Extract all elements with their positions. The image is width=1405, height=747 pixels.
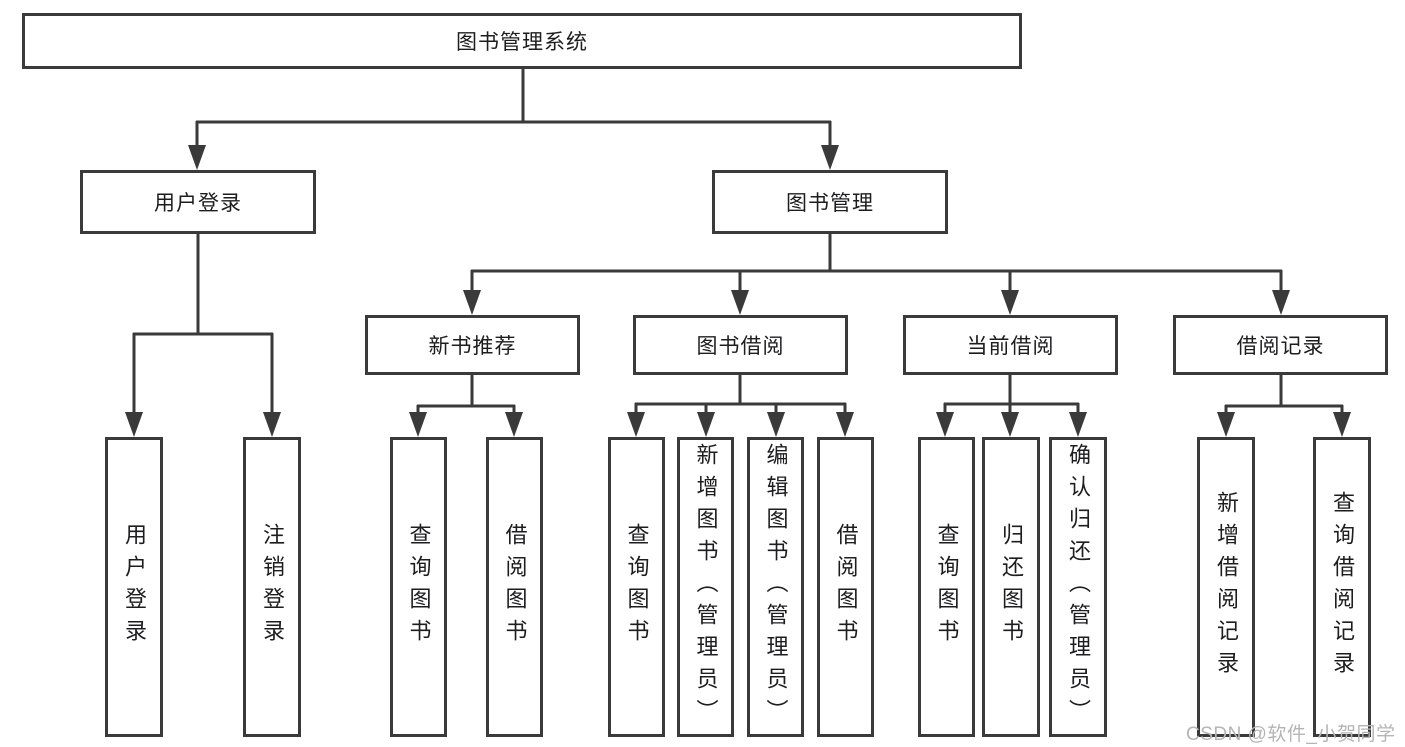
node-root: 图书管理系统 <box>22 13 1022 69</box>
node-nbr-borrow-books-label: 借阅图书 <box>502 523 528 651</box>
node-root-label: 图书管理系统 <box>456 31 588 54</box>
node-nbr-query-books: 查询图书 <box>390 437 447 737</box>
node-borrow-records-label: 借阅记录 <box>1236 335 1325 358</box>
node-cb-query-books-label: 查询图书 <box>934 523 960 651</box>
node-bb-query-books-label: 查询图书 <box>624 523 650 651</box>
node-br-query-record: 查询借阅记录 <box>1313 437 1371 737</box>
node-book-mgmt-label: 图书管理 <box>786 192 874 215</box>
node-borrow-records: 借阅记录 <box>1173 315 1388 375</box>
node-current-borrow-label: 当前借阅 <box>966 335 1055 358</box>
node-book-borrow: 图书借阅 <box>633 315 848 375</box>
node-br-add-record-label: 新增借阅记录 <box>1214 491 1239 683</box>
node-user-login-label: 用户登录 <box>154 192 242 215</box>
node-logout-leaf: 注销登录 <box>243 437 301 737</box>
node-br-query-record-label: 查询借阅记录 <box>1330 491 1355 683</box>
node-user-login: 用户登录 <box>80 170 316 234</box>
node-logout-leaf-label: 注销登录 <box>260 523 285 651</box>
node-current-borrow: 当前借阅 <box>903 315 1118 375</box>
node-bb-borrow-books: 借阅图书 <box>817 437 874 737</box>
node-user-login-leaf-label: 用户登录 <box>122 523 147 651</box>
node-nbr-query-books-label: 查询图书 <box>406 523 432 651</box>
node-bb-query-books: 查询图书 <box>608 437 665 737</box>
node-bb-borrow-books-label: 借阅图书 <box>833 523 859 651</box>
node-cb-confirm-return-label: 确认归还（管理员） <box>1066 443 1091 731</box>
node-book-borrow-label: 图书借阅 <box>696 335 785 358</box>
node-br-add-record: 新增借阅记录 <box>1197 437 1255 737</box>
node-cb-return-books-label: 归还图书 <box>999 523 1024 651</box>
watermark: CSDN @软件_小贺同学 <box>1186 724 1396 745</box>
node-nbr-borrow-books: 借阅图书 <box>486 437 543 737</box>
node-new-book-rec: 新书推荐 <box>365 315 580 375</box>
node-user-login-leaf: 用户登录 <box>105 437 163 737</box>
node-bb-edit-books-label: 编辑图书（管理员） <box>763 443 789 731</box>
node-book-mgmt: 图书管理 <box>712 170 948 234</box>
node-cb-return-books: 归还图书 <box>982 437 1040 737</box>
node-cb-query-books: 查询图书 <box>918 437 975 737</box>
node-bb-add-books: 新增图书（管理员） <box>677 437 734 737</box>
node-cb-confirm-return: 确认归还（管理员） <box>1049 437 1107 737</box>
node-bb-add-books-label: 新增图书（管理员） <box>693 443 719 731</box>
node-bb-edit-books: 编辑图书（管理员） <box>747 437 804 737</box>
node-new-book-rec-label: 新书推荐 <box>428 335 517 358</box>
